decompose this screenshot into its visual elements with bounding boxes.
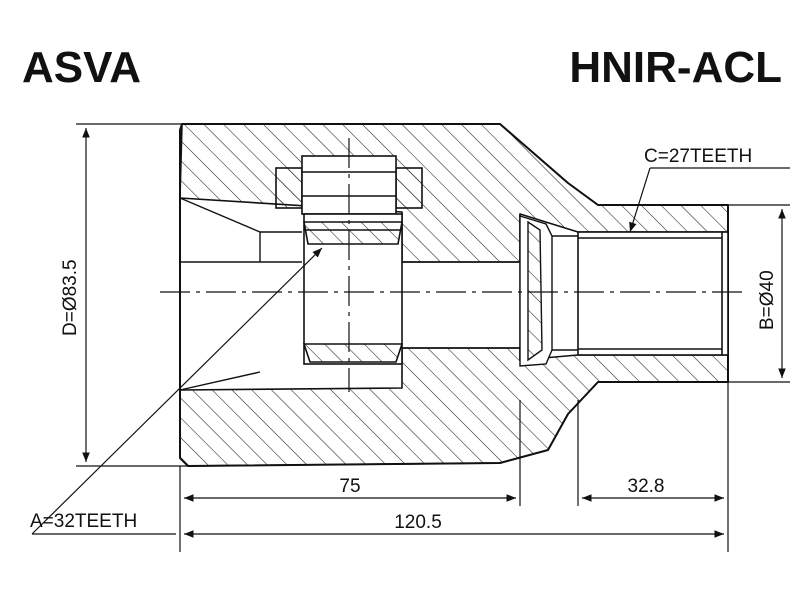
spline-inner-label: A=32TEETH [30,511,137,532]
dimension-lines [31,123,790,552]
center-lines [160,138,748,392]
diameter-outer-label: D=Ø83.5 [60,259,81,336]
stub-spline [577,231,729,356]
diameter-shaft-label: B=Ø40 [757,270,778,330]
spline-outer-label: C=27TEETH [644,146,752,167]
length-body-label: 75 [339,476,360,497]
length-total-label: 120.5 [394,512,442,533]
length-stub-label: 32.8 [628,476,665,497]
brand-logo-text: ASVA [22,43,141,92]
part-number: HNIR-ACL [569,43,782,92]
circlip-ring [519,215,578,367]
